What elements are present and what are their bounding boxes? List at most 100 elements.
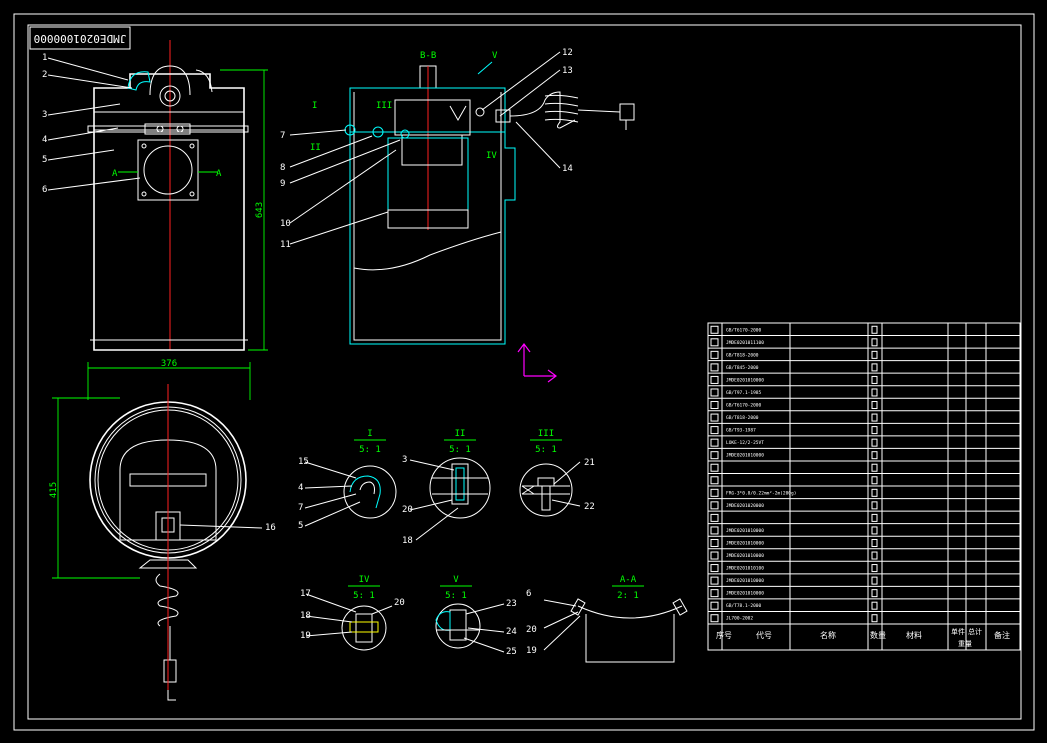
bom-code: GB/T818-2000 [726,352,759,358]
bom-code: GB/T6170-2000 [726,403,762,409]
detail-IV: IV 5: 1 17 18 19 20 [300,575,405,651]
svg-text:12: 12 [562,48,573,58]
bom-row [710,476,878,485]
detail-II: II 5: 1 3 20 18 [402,429,491,546]
svg-text:5: 5 [298,521,303,531]
dim-depth: 415 [49,482,59,498]
drawing-number: JMDE0201000000 [34,32,127,45]
svg-text:23: 23 [506,599,517,609]
bom-code: GB/T78.1-2000 [726,603,762,609]
bom-row [710,463,878,472]
detail-V: V 5: 1 23 24 25 [435,575,517,657]
svg-text:14: 14 [562,164,573,174]
svg-text:3: 3 [42,110,47,120]
section-balloons: 7 8 9 10 11 12 13 14 [280,48,573,250]
bom-code: FRG-3*0.8/0.22mm²-2m(200g) [726,490,796,496]
svg-text:4: 4 [298,483,303,493]
svg-text:5: 1: 5: 1 [449,445,471,455]
bom-code: GB/T97.1-1985 [726,390,762,396]
bom-table: GB/T6170-2000JMDE0201011100GB/T818-2000G… [707,322,1021,651]
detail-I: I 5: 1 15 4 7 5 [298,429,397,531]
svg-text:20: 20 [526,625,537,635]
svg-text:总计: 总计 [968,627,982,636]
bom-row: JMDE0201010000 [710,526,878,535]
outer-frame [13,13,1035,731]
svg-text:18: 18 [300,611,311,621]
bom-row: GB/T6170-2000 [710,401,878,410]
bom-row: JMDE0201010100 [710,564,878,573]
section-bb: B-B I III II IV V [310,51,635,345]
svg-text:备注: 备注 [994,630,1010,640]
svg-text:III: III [538,429,554,439]
bom-code: JMDE0201010000 [726,377,764,383]
dim-height: 643 [255,202,265,218]
svg-text:5: 5 [42,155,47,165]
svg-text:名称: 名称 [820,630,836,640]
drawing-number-box [29,26,131,50]
svg-text:V: V [453,575,459,585]
balloon-16: 16 [265,523,276,533]
svg-text:数量: 数量 [870,630,886,640]
bom-code: JMDE0201010000 [726,591,764,597]
svg-text:I: I [312,101,317,111]
svg-text:I: I [367,429,372,439]
svg-text:IV: IV [359,575,370,585]
bom-code: JMDE0201010000 [726,540,764,546]
bom-row: JMDE0201010000 [710,576,878,585]
bom-row: JMDE0201010000 [710,538,878,547]
bom-row: LOKE-12/2-25VT [710,438,878,447]
bom-code: GB/T845-2000 [726,365,759,371]
top-view: 376 415 16 [49,359,276,701]
bom-row: GB/T78.1-2000 [710,601,878,610]
svg-text:V: V [492,51,498,61]
svg-text:5: 1: 5: 1 [445,591,467,601]
bom-row: JMDE0201011100 [710,338,878,347]
svg-text:材料: 材料 [906,630,922,640]
bom-row: FRG-3*0.8/0.22mm²-2m(200g) [710,488,878,497]
bom-code: JMDE0201010000 [726,553,764,559]
svg-text:单件: 单件 [951,627,965,636]
bom-row: JMDE0201020000 [710,501,878,510]
front-view: A A 643 [87,40,268,351]
svg-text:19: 19 [300,631,311,641]
bom-row: GB/T845-2000 [710,363,878,372]
bom-row: JMDE0201010000 [710,375,878,384]
svg-text:2: 1: 2: 1 [617,591,639,601]
bom-row: JMDE0201010000 [710,589,878,598]
svg-text:重量: 重量 [958,640,972,648]
svg-text:序号: 序号 [716,630,732,640]
bom-header: 序号 代号 名称 数量 材料 单件 总计 重量 备注 [708,623,1020,648]
bom-code: JMDE0201010100 [726,566,764,572]
bom-code: JMDE0201010000 [726,453,764,459]
svg-text:24: 24 [506,627,517,637]
dim-diameter: 376 [161,359,177,369]
cut-label-left: A [112,169,118,179]
svg-text:5: 1: 5: 1 [535,445,557,455]
svg-text:5: 1: 5: 1 [359,445,381,455]
bom-code: JMDE0201020000 [726,503,764,509]
svg-text:25: 25 [506,647,517,657]
section-title: B-B [420,51,436,61]
svg-text:20: 20 [394,598,405,608]
svg-text:11: 11 [280,240,291,250]
detail-AA: A-A 2: 1 6 20 19 [526,575,688,663]
svg-text:13: 13 [562,66,573,76]
svg-text:4: 4 [42,135,47,145]
bom-code: GB/T818-2000 [726,415,759,421]
bom-code: JMDE0201011100 [726,340,764,346]
svg-text:III: III [376,101,392,111]
svg-text:19: 19 [526,646,537,656]
inner-frame [27,24,1022,720]
bom-row: GB/T6170-2000 [710,325,878,334]
svg-text:17: 17 [300,589,311,599]
bom-code: JMDE0201010000 [726,578,764,584]
svg-text:6: 6 [526,589,531,599]
svg-text:代号: 代号 [756,630,772,640]
svg-text:II: II [455,429,466,439]
bom-code: GB/T93-1987 [726,428,756,434]
bom-code: LOKE-12/2-25VT [726,440,764,446]
front-view-balloons: 1 2 3 4 5 6 [42,53,141,195]
svg-text:7: 7 [298,503,303,513]
bom-row: GB/T93-1987 [710,426,878,435]
